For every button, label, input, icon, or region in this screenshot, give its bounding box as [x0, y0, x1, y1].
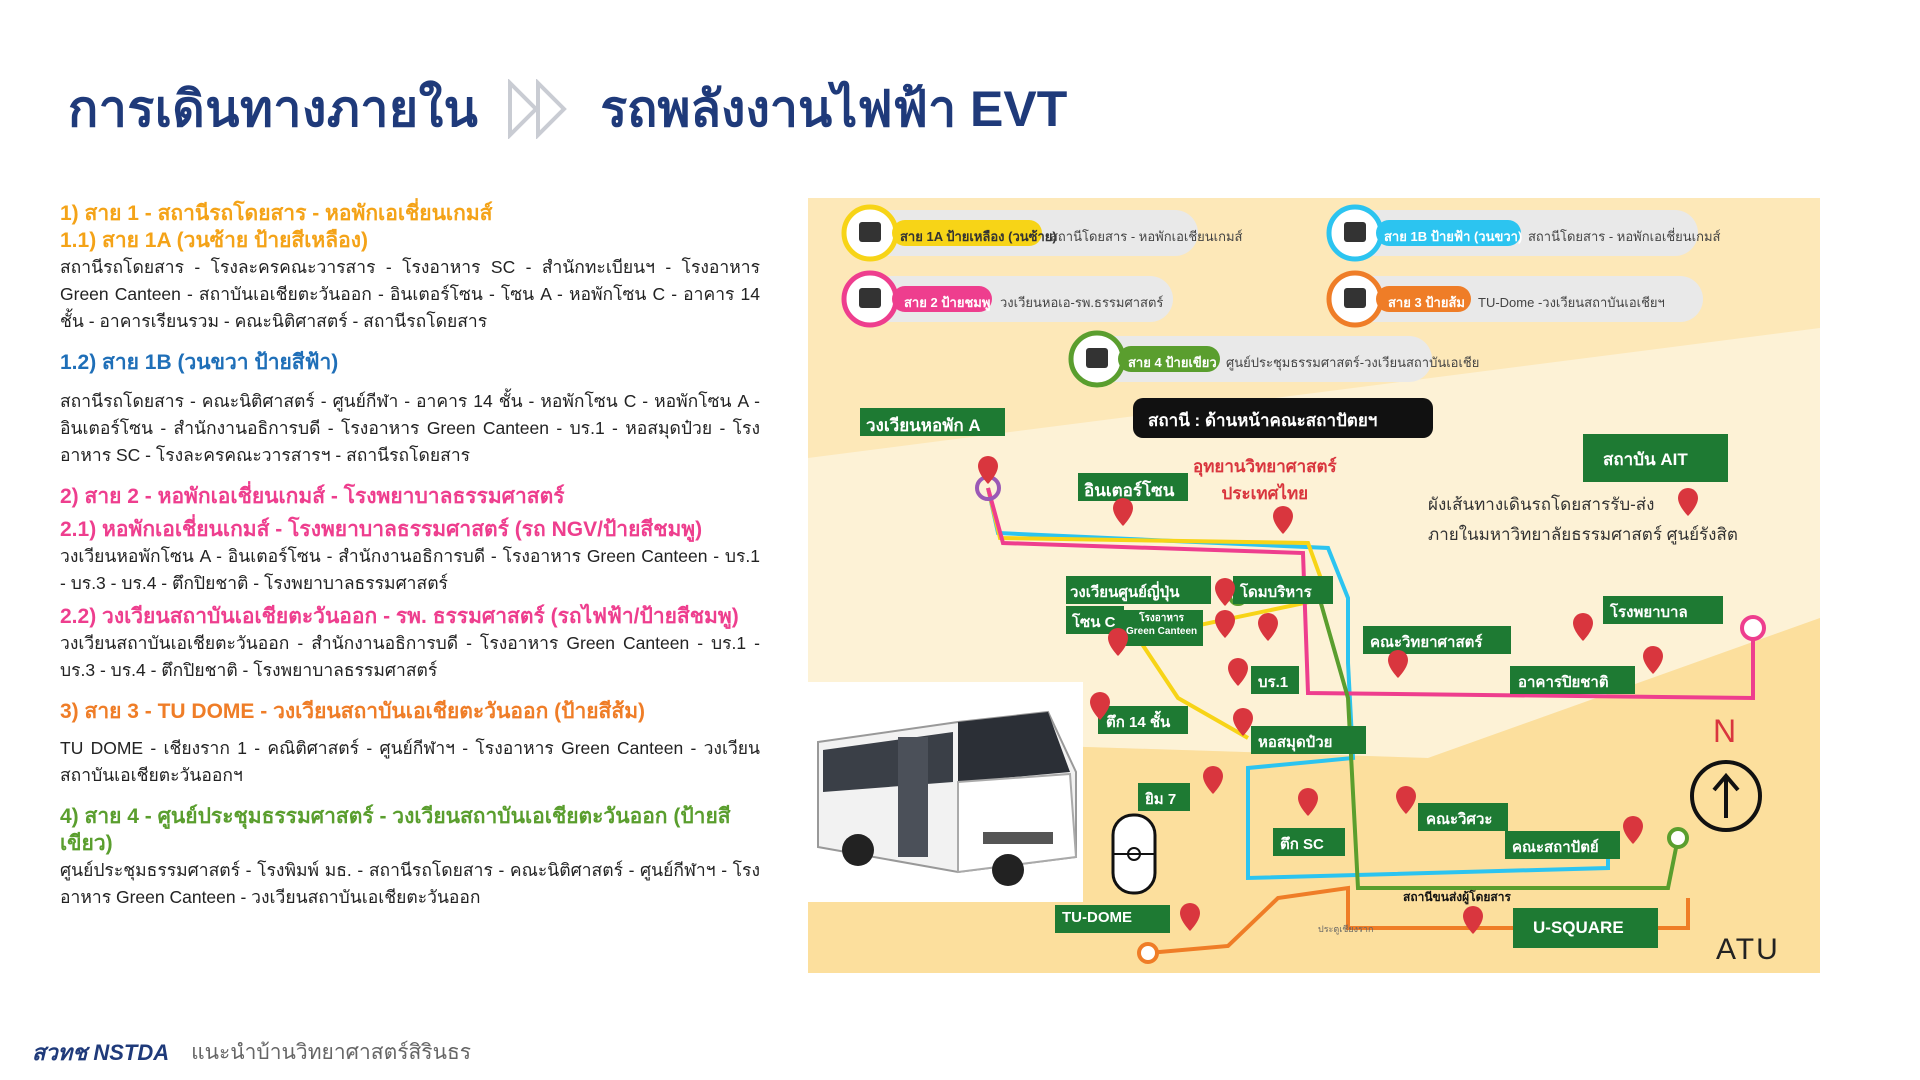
place-eng: คณะวิศวะ — [1426, 811, 1493, 828]
legend-4-route: ศูนย์ประชุมธรรมศาสตร์-วงเวียนสถาบันเอเชี… — [1226, 355, 1480, 370]
route-1b-heading: 1.2) สาย 1B (วนขวา ป้ายสีฟ้า) — [60, 351, 339, 374]
place-science: คณะวิทยาศาสตร์ — [1370, 634, 1483, 651]
route-list: 1) สาย 1 - สถานีรถโดยสาร - หอพักเอเชี่ยน… — [60, 200, 760, 911]
route-1a-stops: สถานีรถโดยสาร - โรงละครคณะวารสาร - โรงอา… — [60, 257, 760, 331]
place-interzone: อินเตอร์โซน — [1084, 481, 1175, 500]
place-tudome: TU-DOME — [1062, 909, 1132, 926]
route-2-2-heading: 2.2) วงเวียนสถาบันเอเชียตะวันออก - รพ. ธ… — [60, 605, 739, 628]
place-sc: ตึก SC — [1280, 836, 1324, 853]
route-1-heading: 1) สาย 1 - สถานีรถโดยสาร - หอพักเอเชี่ยน… — [60, 202, 493, 225]
footer-text: แนะนำบ้านวิทยาศาสตร์สิรินธร — [191, 1041, 472, 1064]
place-dorm-a: วงเวียนหอพัก A — [866, 416, 981, 435]
place-usquare: U-SQUARE — [1533, 918, 1624, 937]
route-4-heading: 4) สาย 4 - ศูนย์ประชุมธรรมศาสตร์ - วงเวี… — [60, 805, 731, 855]
map-note: ผังเส้นทางเดินรถโดยสารรับ-ส่ง ภายในมหาวิ… — [1428, 495, 1738, 544]
place-ait: สถาบัน AIT — [1603, 450, 1688, 469]
route-1b-stops: สถานีรถโดยสาร - คณะนิติศาสตร์ - ศูนย์กีฬ… — [60, 391, 760, 465]
legend-1b-name: สาย 1B ป้ายฟ้า (วนขวา) — [1384, 229, 1523, 244]
place-gate: ประตูเชียงราก — [1318, 924, 1374, 934]
legend-1a-route: สถานีโดยสาร - หอพักเอเชียนเกมส์ — [1050, 229, 1243, 244]
page-title-row: การเดินทางภายใน รถพลังงานไฟฟ้า EVT — [68, 74, 1067, 144]
footer: สวทช NSTDA แนะนำบ้านวิทยาศาสตร์สิรินธร — [32, 1036, 471, 1069]
place-hospital: โรงพยาบาล — [1610, 604, 1688, 621]
place-transit: สถานีขนส่งผู้โดยสาร — [1403, 890, 1511, 904]
route-3-heading: 3) สาย 3 - TU DOME - วงเวียนสถาบันเอเชีย… — [60, 700, 646, 723]
legend-2-name: สาย 2 ป้ายชมพู — [904, 295, 991, 310]
map-brand-logo: ATU — [1716, 933, 1780, 966]
place-library: หอสมุดป๋วย — [1258, 734, 1333, 751]
electric-bus-image — [808, 682, 1083, 902]
place-arch: คณะสถาปัตย์ — [1512, 839, 1599, 856]
place-zone-c: โซน C — [1072, 614, 1116, 631]
place-japan-circle: วงเวียนศูนย์ญี่ปุ่น — [1070, 584, 1180, 601]
place-canteen: โรงอาหาร Green Canteen — [1126, 613, 1198, 637]
legend-2-route: วงเวียนหอเอ-รพ.ธรรมศาสตร์ — [1000, 295, 1164, 310]
nstda-logo: สวทช NSTDA — [32, 1039, 170, 1065]
page-subtitle: รถพลังงานไฟฟ้า EVT — [600, 80, 1068, 137]
place-dome-admin: โดมบริหาร — [1240, 584, 1312, 601]
legend-1a-name: สาย 1A ป้ายเหลือง (วนซ้าย) — [900, 229, 1057, 244]
route-1a-heading: 1.1) สาย 1A (วนซ้าย ป้ายสีเหลือง) — [60, 229, 368, 252]
station-banner: สถานี : ด้านหน้าคณะสถาปัตยฯ — [1148, 411, 1378, 430]
route-4-stops: ศูนย์ประชุมธรรมศาสตร์ - โรงพิมพ์ มธ. - ส… — [60, 860, 760, 907]
place-piyachart: อาคารปิยชาติ — [1518, 674, 1609, 691]
page-title: การเดินทางภายใน — [68, 80, 479, 137]
legend-3-name: สาย 3 ป้ายส้ม — [1388, 295, 1465, 310]
legend-3-route: TU-Dome -วงเวียนสถาบันเอเชียฯ — [1478, 295, 1665, 310]
legend-1b-route: สถานีโดยสาร - หอพักเอเชี่ยนเกมส์ — [1528, 229, 1721, 244]
route-2-heading: 2) สาย 2 - หอพักเอเชี่ยนเกมส์ - โรงพยาบา… — [60, 485, 565, 508]
route-2-1-heading: 2.1) หอพักเอเชี่ยนเกมส์ - โรงพยาบาลธรรมศ… — [60, 518, 703, 541]
double-chevron-icon — [508, 79, 574, 139]
place-science-park: อุทยานวิทยาศาสตร์ ประเทศไทย — [1193, 457, 1337, 503]
place-bldg14: ตึก 14 ชั้น — [1106, 714, 1171, 731]
route-2-1-stops: วงเวียนหอพักโซน A - อินเตอร์โซน - สำนักง… — [60, 546, 760, 593]
place-br1: บร.1 — [1258, 674, 1289, 691]
route-2-2-stops: วงเวียนสถาบันเอเชียตะวันออก - สำนักงานอธ… — [60, 633, 760, 680]
route-3-stops: TU DOME - เชียงราก 1 - คณิติศาสตร์ - ศูน… — [60, 738, 760, 785]
legend-4-name: สาย 4 ป้ายเขียว — [1128, 355, 1217, 370]
compass-north: N — [1713, 713, 1737, 749]
place-gym7: ยิม 7 — [1145, 791, 1177, 808]
